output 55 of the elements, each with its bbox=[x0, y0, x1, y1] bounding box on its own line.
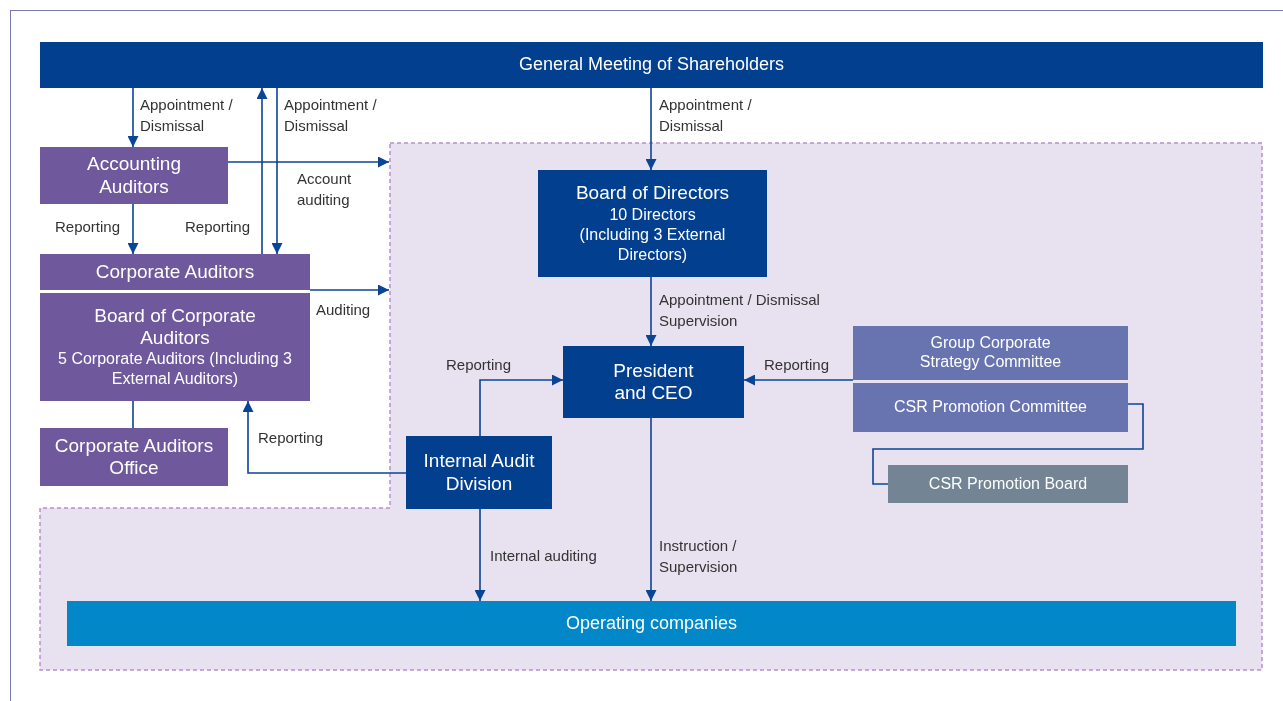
box-text: 5 Corporate Auditors (Including 3 External Auditors) bbox=[57, 349, 293, 390]
org-box bbox=[40, 147, 228, 204]
arrow bbox=[242, 400, 407, 474]
box-title: Group Corporate Strategy Committee bbox=[918, 334, 1063, 372]
org-box bbox=[853, 326, 1128, 380]
org-box bbox=[40, 428, 228, 486]
box-title: Corporate Auditors bbox=[95, 260, 255, 284]
edge-label: Instruction / Supervision bbox=[659, 536, 739, 577]
arrow bbox=[309, 284, 390, 296]
executive-area bbox=[40, 143, 1262, 670]
edge-label: Reporting bbox=[764, 355, 830, 375]
edge-label: Reporting bbox=[185, 217, 251, 237]
box-title: President and CEO bbox=[612, 359, 695, 405]
edge-label: Reporting bbox=[446, 355, 512, 375]
org-box bbox=[40, 293, 310, 401]
edge-label: Appointment / Dismissal bbox=[284, 95, 378, 136]
arrow bbox=[645, 276, 657, 347]
connector-line bbox=[132, 400, 134, 429]
connector-line bbox=[872, 403, 1144, 485]
box-title: Board of Directors bbox=[575, 182, 730, 205]
org-box bbox=[853, 383, 1128, 432]
org-box bbox=[406, 436, 552, 509]
org-box bbox=[40, 254, 310, 290]
arrow bbox=[479, 374, 564, 437]
edge-label: Appointment / Dismissal bbox=[659, 95, 753, 136]
arrow bbox=[271, 87, 283, 255]
edge-label: Reporting bbox=[55, 217, 121, 237]
org-bar bbox=[40, 42, 1263, 88]
edge-label: Internal auditing bbox=[490, 546, 597, 566]
org-bar bbox=[67, 601, 1236, 646]
arrow bbox=[645, 417, 657, 602]
edge-label: Appointment / Dismissal bbox=[140, 95, 234, 136]
org-box bbox=[563, 346, 744, 418]
box-title: CSR Promotion Committee bbox=[894, 398, 1087, 417]
arrow bbox=[127, 87, 139, 148]
box-title: Corporate Auditors Office bbox=[53, 434, 215, 480]
edge-label: Account auditing bbox=[297, 169, 353, 210]
box-title: Internal Audit Division bbox=[422, 450, 536, 495]
arrow bbox=[645, 87, 657, 171]
org-box bbox=[888, 465, 1128, 503]
box-title: Accounting Auditors bbox=[86, 153, 182, 198]
edge-label: Reporting bbox=[258, 428, 324, 448]
box-title: Board of Corporate Auditors bbox=[93, 304, 257, 350]
org-box bbox=[538, 170, 767, 277]
arrow bbox=[227, 156, 390, 168]
edge-label: Auditing bbox=[316, 300, 371, 320]
arrow bbox=[256, 87, 268, 255]
arrow bbox=[127, 203, 139, 255]
box-text: 10 Directors (Including 3 External Directors) bbox=[578, 204, 727, 265]
edge-label: Appointment / Dismissal Supervision bbox=[659, 290, 821, 331]
arrow bbox=[743, 374, 854, 386]
box-title: General Meeting of Shareholders bbox=[518, 54, 785, 76]
box-title: CSR Promotion Board bbox=[928, 474, 1088, 494]
arrow bbox=[474, 508, 486, 602]
box-title: Operating companies bbox=[565, 612, 738, 635]
